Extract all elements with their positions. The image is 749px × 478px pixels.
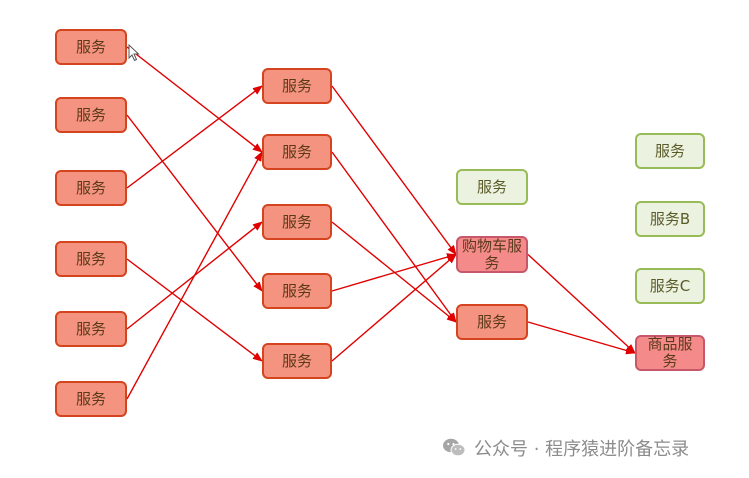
watermark: 公众号 · 程序猿进阶备忘录 (442, 434, 689, 462)
wechat-icon (443, 438, 466, 457)
node-svcC: 服务C (635, 268, 705, 304)
watermark-text: 公众号 · 程序猿进阶备忘录 (474, 439, 690, 460)
node-svcB: 服务B (635, 201, 705, 237)
node-cart: 购物车服务 (456, 236, 528, 273)
arrow-c2r3-to-c3r3 (331, 221, 457, 323)
node-c1r5: 服务 (55, 311, 127, 347)
node-c1r3: 服务 (55, 170, 127, 206)
node-product: 商品服务 (635, 335, 705, 371)
node-c4r1: 服务 (635, 133, 705, 169)
node-c1r2: 服务 (55, 97, 127, 133)
arrow-c1r4-to-c2r5 (126, 258, 263, 362)
node-c2r5: 服务 (262, 343, 332, 379)
node-c3r3: 服务 (456, 304, 528, 340)
arrow-c1r6-to-c2r2 (126, 151, 263, 400)
arrow-c1r1-to-c2r2 (126, 46, 263, 153)
node-c3-green: 服务 (456, 169, 528, 205)
node-c1r4: 服务 (55, 241, 127, 277)
node-c2r2: 服务 (262, 134, 332, 170)
arrow-c1r3-to-c2r1 (126, 85, 263, 189)
edges-layer (126, 46, 636, 400)
arrow-c2r5-to-cart (331, 253, 457, 362)
arrow-c3r3-to-product (527, 321, 636, 355)
node-c2r4: 服务 (262, 273, 332, 309)
arrow-c2r2-to-c3r3 (331, 151, 457, 323)
mouse-cursor-icon (128, 44, 140, 62)
node-c1r1: 服务 (55, 29, 127, 65)
arrow-c1r2-to-c2r4 (126, 114, 263, 292)
node-c1r6: 服务 (55, 381, 127, 417)
arrow-c2r4-to-cart (331, 253, 457, 292)
arrow-c2r1-to-cart (331, 85, 457, 256)
arrow-cart-to-product (527, 253, 636, 354)
node-c2r3: 服务 (262, 204, 332, 240)
node-c2r1: 服务 (262, 68, 332, 104)
